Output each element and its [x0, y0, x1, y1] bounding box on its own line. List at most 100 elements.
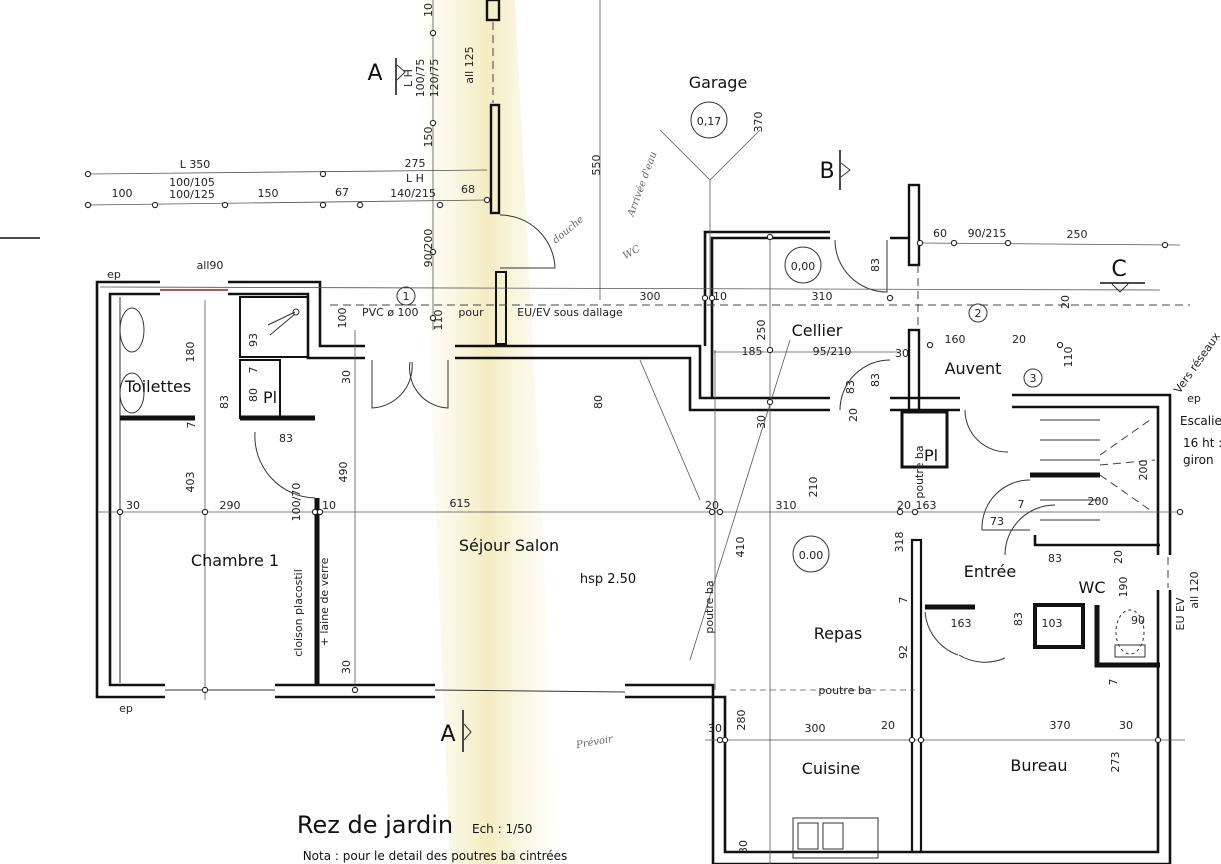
- dimension-label: 550: [590, 155, 603, 176]
- dimension-ticks: [84, 29, 1184, 744]
- dimension-label: pour: [458, 306, 484, 319]
- dimension-label: 100: [112, 187, 133, 200]
- section-marker-label: A: [440, 722, 455, 747]
- room-label: Repas: [814, 624, 863, 643]
- room-label: Cellier: [792, 321, 843, 340]
- dimension-label: 20: [897, 499, 911, 512]
- dimension-label: 83: [1012, 612, 1025, 626]
- handwritten-note: douche: [551, 214, 586, 246]
- dimension-tick: [201, 686, 209, 694]
- dimension-label: 73: [990, 515, 1004, 528]
- dimension-label: 273: [1109, 752, 1122, 773]
- dimension-label: 30: [340, 370, 353, 384]
- dimension-label: 68: [461, 183, 475, 196]
- dimension-tick: [429, 314, 437, 322]
- dimension-label: 110: [1062, 347, 1075, 368]
- dimension-tick: [926, 341, 934, 349]
- dimension-label: poutre ba: [818, 684, 871, 697]
- dimension-label: 7: [897, 597, 910, 604]
- dimension-label: 403: [184, 472, 197, 493]
- dimension-label: 310: [776, 499, 797, 512]
- dimension-label: 7: [247, 367, 260, 374]
- dimension-label: cloison placostil: [292, 569, 305, 657]
- level-value: 0,00: [791, 260, 816, 273]
- dimension-tick: [701, 294, 709, 302]
- level-value: 0,17: [697, 115, 722, 128]
- network-note: Vers réseaux: [1171, 330, 1221, 396]
- dimension-tick: [319, 170, 327, 178]
- dimension-label: 90/215: [968, 227, 1007, 240]
- dimension-label: 300: [805, 722, 826, 735]
- dimension-label: 20: [881, 719, 895, 732]
- dimension-label: 20: [1112, 550, 1125, 564]
- dimension-lines: [87, 0, 1190, 864]
- dimension-tick: [1161, 241, 1169, 249]
- section-marker-label: C: [1111, 257, 1126, 282]
- dimension-label: all90: [197, 259, 224, 272]
- dimension-tick: [1154, 736, 1162, 744]
- dimension-label: 30: [708, 722, 722, 735]
- dimension-tick: [116, 508, 124, 516]
- dimension-label: 7: [1018, 498, 1025, 511]
- dimension-tick: [84, 170, 92, 178]
- dimension-label: poutre ba: [703, 580, 716, 633]
- dimension-label: 90/200: [422, 229, 435, 268]
- dimension-tick: [221, 201, 229, 209]
- dimension-label: 180: [184, 342, 197, 363]
- handwritten-note: Prévoir: [574, 734, 615, 752]
- dimension-tick: [766, 346, 774, 354]
- dimension-tick: [319, 201, 327, 209]
- dimension-label: + laine de verre: [318, 557, 331, 646]
- dimension-label: 210: [807, 477, 820, 498]
- dimension-tick: [1176, 508, 1184, 516]
- section-marks: [0, 58, 1145, 752]
- dimension-label: 10: [713, 290, 727, 303]
- dimension-label: ep: [119, 702, 133, 715]
- dimension-label: 90: [1131, 614, 1145, 627]
- dimension-label: 150: [422, 127, 435, 148]
- dimension-tick: [151, 201, 159, 209]
- staircase-label: Escalier: [1180, 414, 1221, 428]
- dimension-label: 190: [1117, 577, 1130, 598]
- dimension-tick: [766, 398, 774, 406]
- dimension-label: 163: [951, 617, 972, 630]
- dimension-label: 7: [1107, 679, 1120, 686]
- level-circles: [396, 101, 1043, 573]
- dimension-tick: [716, 736, 724, 744]
- dimension-label: ep: [1187, 392, 1201, 405]
- dimension-tick: [201, 508, 209, 516]
- dimension-label: 100/105: [169, 176, 215, 189]
- dimension-label: L 350: [180, 158, 211, 171]
- room-label: Toilettes: [124, 377, 191, 396]
- dimension-label: PVC ø 100: [362, 306, 419, 319]
- room-label: Entrée: [964, 562, 1016, 581]
- dimension-label: 290: [220, 499, 241, 512]
- fixtures: [119, 307, 1146, 859]
- dimension-label: 30: [755, 415, 768, 429]
- dimension-label: 30: [737, 840, 750, 854]
- dimension-label: all 125: [463, 46, 476, 83]
- dimension-label: 310: [812, 290, 833, 303]
- dimension-tick: [896, 508, 904, 516]
- dimension-label: 120/75: [428, 59, 441, 98]
- dimension-label: 275: [405, 157, 426, 170]
- dimension-tick: [911, 508, 919, 516]
- dimension-label: 30: [895, 347, 909, 360]
- level-value: 0.00: [799, 549, 824, 562]
- plan-title: Rez de jardin: [297, 811, 453, 839]
- dimension-label: 83: [869, 258, 882, 272]
- dimension-label: 20: [1059, 295, 1072, 309]
- handwritten-note: WC: [621, 243, 642, 262]
- paper-stain: [415, 0, 560, 864]
- dimension-label: 160: [945, 333, 966, 346]
- dimension-label: L H: [402, 69, 415, 87]
- dimension-label: ep: [107, 268, 121, 281]
- dimension-label: 103: [1042, 617, 1063, 630]
- dimension-tick: [84, 201, 92, 209]
- dimension-label: poutre ba: [913, 445, 926, 498]
- dimension-label: 300: [640, 290, 661, 303]
- dimension-label: 200: [1088, 495, 1109, 508]
- room-label: Garage: [689, 73, 748, 92]
- room-label: Bureau: [1010, 756, 1067, 775]
- dimension-label: 20: [847, 408, 860, 422]
